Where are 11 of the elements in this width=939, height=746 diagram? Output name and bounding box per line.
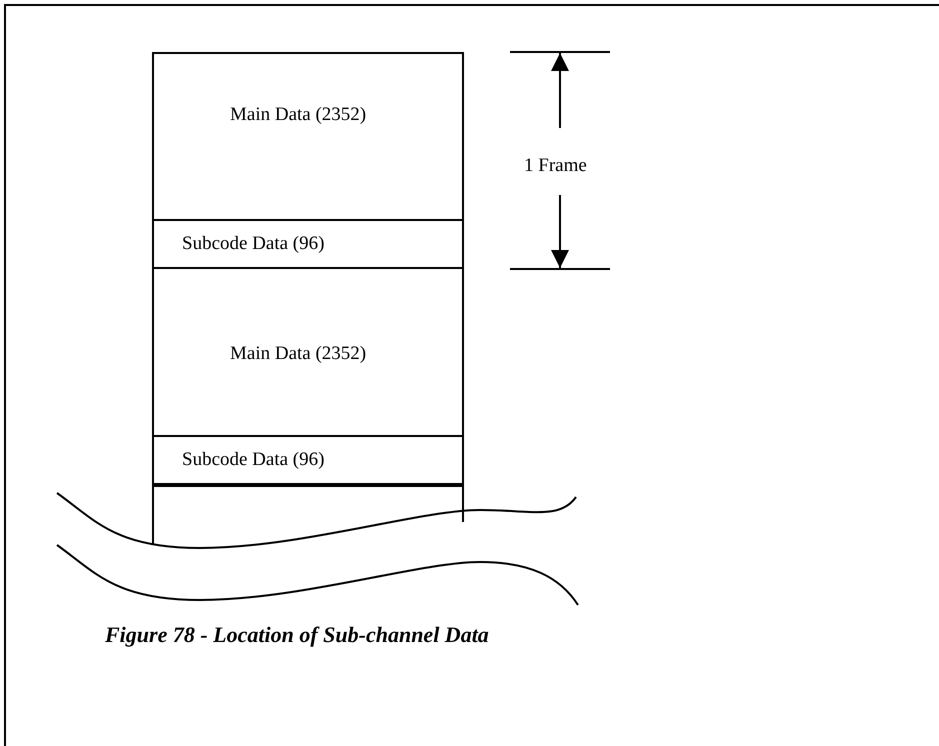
dimension-label: 1 Frame bbox=[524, 155, 587, 177]
figure-caption: Figure 78 - Location of Sub-channel Data bbox=[105, 622, 489, 648]
data-block bbox=[152, 52, 464, 221]
block-label: Subcode Data (96) bbox=[182, 449, 324, 471]
block-label: Main Data (2352) bbox=[230, 343, 366, 365]
data-block bbox=[152, 219, 464, 269]
block-label: Main Data (2352) bbox=[230, 104, 366, 126]
data-block bbox=[152, 435, 464, 485]
data-block bbox=[152, 267, 464, 437]
open-box bbox=[152, 485, 464, 545]
block-label: Subcode Data (96) bbox=[182, 233, 324, 255]
